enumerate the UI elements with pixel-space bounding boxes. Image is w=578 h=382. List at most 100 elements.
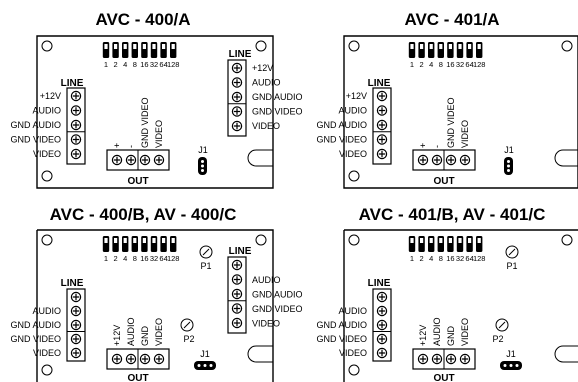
potentiometer-p1: P1 xyxy=(505,245,519,271)
dip-switch-label: 4 xyxy=(429,254,433,263)
line-pin-label: AUDIO xyxy=(338,306,367,316)
out-pin-label: VIDEO xyxy=(460,318,470,346)
screw-terminal xyxy=(153,154,165,166)
dip-switch-label: 64 xyxy=(159,60,167,69)
out-pin-label: GND xyxy=(446,326,456,347)
screw-terminal xyxy=(376,105,388,116)
screw-terminal xyxy=(111,154,123,166)
dip-switch-lever xyxy=(102,236,110,252)
dip-switch-lever xyxy=(160,42,167,58)
dip-switch-label: 128 xyxy=(167,254,180,263)
screw-terminal xyxy=(376,291,388,303)
screw-terminal xyxy=(231,77,243,88)
dip-switch-label: 4 xyxy=(429,60,433,69)
dip-switch-label: 128 xyxy=(167,60,180,69)
line-pin-label: VIDEO xyxy=(33,149,61,159)
jumper-label: J1 xyxy=(198,145,208,155)
board-outline xyxy=(36,35,274,189)
line-pin-label: GND AUDIO xyxy=(316,320,367,330)
out-title: OUT xyxy=(433,176,454,187)
dip-switch-lever xyxy=(160,236,167,252)
dip-switch-label: 128 xyxy=(473,254,486,263)
line-pin-label: AUDIO xyxy=(32,306,61,316)
screw-terminal xyxy=(417,154,429,166)
line-pin-label: +12V xyxy=(346,91,367,101)
dip-switch-lever xyxy=(131,236,138,252)
line-pin-label: GND VIDEO xyxy=(10,334,61,344)
dip-switch-label: 64 xyxy=(159,254,167,263)
panel-title: AVC - 400/B, AV - 400/C xyxy=(50,205,237,224)
line-title: LINE xyxy=(368,278,391,289)
line-pin-label: GND VIDEO xyxy=(252,107,303,117)
mounting-hole xyxy=(41,170,53,182)
dip-switch-lever xyxy=(141,236,148,252)
line-pin-label: AUDIO xyxy=(252,78,281,88)
screw-terminal xyxy=(459,353,471,365)
board-outline xyxy=(36,229,274,382)
screw-terminal xyxy=(70,134,82,145)
dip-switch-label: 8 xyxy=(439,60,443,69)
mounting-hole xyxy=(41,40,53,52)
dip-switch-lever xyxy=(476,236,483,252)
dip-switch-label: 8 xyxy=(439,254,443,263)
potentiometer-p2: P2 xyxy=(492,318,509,344)
screw-terminal xyxy=(231,303,243,314)
line-pin-label: VIDEO xyxy=(252,121,280,131)
dip-switch-lever xyxy=(466,236,473,252)
panel-title: AVC - 400/A xyxy=(95,10,190,29)
dip-switch-lever xyxy=(408,236,416,252)
jumper-label: J1 xyxy=(504,145,514,155)
mounting-hole xyxy=(348,364,360,376)
line-pin-label: GND VIDEO xyxy=(316,334,367,344)
screw-terminal xyxy=(70,319,82,331)
out-title: OUT xyxy=(127,373,148,382)
dip-switch-lever xyxy=(476,42,483,58)
line-pin-label: VIDEO xyxy=(339,149,367,159)
screw-terminal xyxy=(231,317,243,329)
board-slot xyxy=(554,149,578,167)
dip-switch-lever xyxy=(428,236,435,252)
line-pin-label: GND AUDIO xyxy=(252,290,303,300)
dip-switch-lever xyxy=(112,236,119,252)
line-pin-label: GND VIDEO xyxy=(252,304,303,314)
dip-switch-label: 128 xyxy=(473,60,486,69)
screw-terminal xyxy=(153,353,165,365)
screw-terminal xyxy=(376,90,388,102)
board-outline xyxy=(343,229,578,382)
pot-label: P1 xyxy=(506,261,517,271)
dip-switch-label: 2 xyxy=(114,254,118,263)
screw-terminal xyxy=(417,353,429,365)
dip-switch-lever xyxy=(447,236,454,252)
screw-terminal xyxy=(431,353,443,365)
screw-terminal xyxy=(376,319,388,331)
dip-switch-label: 32 xyxy=(150,254,158,263)
dip-switch-lever xyxy=(150,42,158,58)
line-pin-label: +12V xyxy=(40,91,61,101)
screw-terminal xyxy=(139,154,151,166)
potentiometer-p2: P2 xyxy=(180,318,195,344)
jumper-j1: J1 xyxy=(504,145,514,175)
dip-switch-label: 32 xyxy=(456,254,464,263)
dip-switch-label: 64 xyxy=(465,254,473,263)
dip-switch-lever xyxy=(170,236,177,252)
mounting-hole xyxy=(561,234,573,246)
line-pin-label: GND VIDEO xyxy=(316,135,367,145)
pot-label: P2 xyxy=(492,334,503,344)
screw-terminal xyxy=(125,154,137,166)
out-title: OUT xyxy=(127,176,148,187)
line-title: LINE xyxy=(61,278,84,289)
dip-switch-label: 16 xyxy=(140,60,148,69)
dip-switch-lever xyxy=(437,236,444,252)
screw-terminal xyxy=(376,305,388,317)
screw-terminal xyxy=(139,353,151,365)
